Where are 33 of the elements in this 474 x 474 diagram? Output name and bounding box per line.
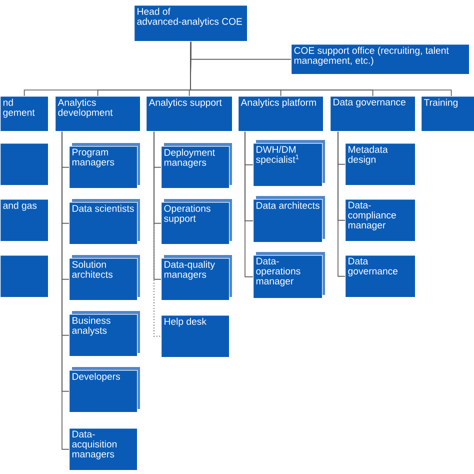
connector-line: [244, 131, 254, 278]
org-box: Analytics platform: [238, 96, 324, 132]
org-box: Head of advanced-analytics COE: [134, 5, 248, 42]
org-box: COE support office (recruiting, talent management, etc.): [291, 44, 470, 75]
stacked-box: DWH/DM specialist$^{1}$: [253, 140, 325, 187]
org-box: Metadata design: [345, 143, 416, 186]
stacked-box: Business analysts: [69, 311, 140, 357]
org-box: Data-compliance manager: [345, 199, 416, 242]
stacked-box: Operations support: [161, 199, 232, 245]
stacked-box: Data architects: [253, 196, 325, 243]
stacked-box: Developers: [69, 367, 140, 413]
connector-line: [338, 131, 346, 277]
connector-line: [62, 131, 70, 450]
stacked-box: Data-quality managers: [161, 255, 232, 301]
org-box: Analytics support: [146, 96, 233, 132]
empty-box: [0, 143, 49, 186]
stacked-box: Deployment managers: [161, 143, 232, 189]
org-box: Training: [421, 96, 474, 132]
org-box: Data-acquisition managers: [69, 428, 138, 471]
stacked-box: Data scientists: [69, 199, 140, 245]
org-box: nd gement: [0, 96, 49, 132]
stacked-box: Data-operations manager: [253, 252, 325, 299]
org-box: Data governance: [345, 255, 416, 298]
empty-box: [0, 255, 49, 298]
stacked-box: Program managers: [69, 143, 140, 189]
connector-line: [154, 131, 162, 280]
org-box: Analytics development: [55, 96, 141, 132]
org-box: Help desk: [161, 315, 230, 358]
org-box: and gas: [0, 199, 49, 242]
org-box: Data governance: [330, 96, 416, 132]
stacked-box: Solution architects: [69, 255, 140, 301]
connector-line: [190, 41, 452, 96]
leader-line: [154, 131, 162, 337]
